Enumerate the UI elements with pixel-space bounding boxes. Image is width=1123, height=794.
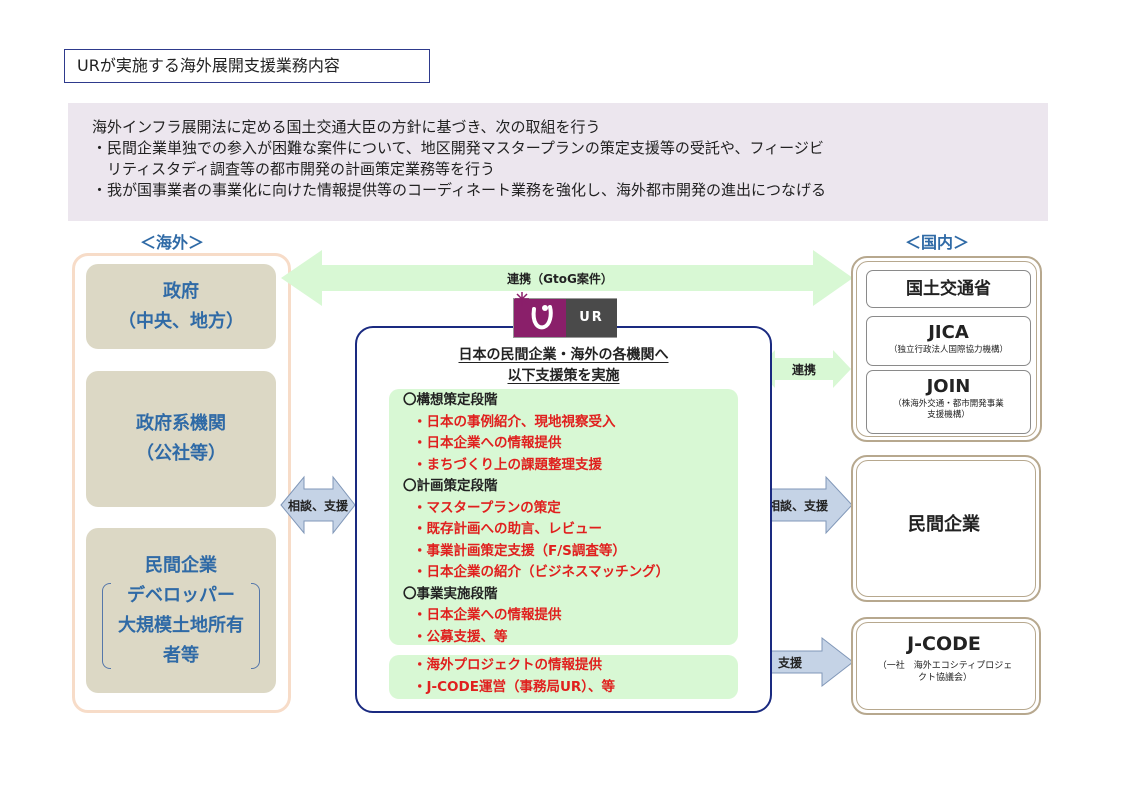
domestic-private-label: 民間企業 bbox=[908, 514, 980, 535]
bracket-line: 者等 bbox=[163, 644, 199, 666]
join-name: JOIN bbox=[926, 376, 971, 397]
intro-bullet-1-cont: リティスタディ調査等の都市開発の計画策定業務等を行う bbox=[107, 160, 496, 178]
stage-item: 既存計画への助言、レビュー bbox=[403, 519, 669, 541]
jica-sub: （独立行政法人国際協力機構） bbox=[888, 345, 1008, 355]
extra-list: 海外プロジェクトの情報提供 J-CODE運営（事務局UR）、等 bbox=[403, 655, 616, 699]
consult-left-label: 相談、支援 bbox=[288, 499, 349, 513]
stage-label: 〇構想策定段階 bbox=[403, 392, 498, 408]
jcode-frame bbox=[851, 617, 1041, 715]
jica-name: JICA bbox=[928, 322, 969, 343]
renkei-label: 連携 bbox=[791, 363, 816, 377]
intro-bullet-2: ・我が国事業者の事業化に向けた情報提供等のコーディネート業務を強化し、海外都市開… bbox=[92, 181, 826, 199]
stage-item: マスタープランの策定 bbox=[403, 498, 669, 520]
box-label: 民間企業 bbox=[145, 554, 217, 576]
jcode-sub-2: クト協議会） bbox=[917, 673, 972, 683]
gtog-label: 連携（GtoG案件） bbox=[507, 272, 613, 286]
page-title: URが実施する海外展開支援業務内容 bbox=[64, 49, 430, 83]
extra-item: 海外プロジェクトの情報提供 bbox=[403, 655, 615, 677]
gtog-arrow bbox=[281, 250, 853, 306]
intro-line: 海外インフラ展開法に定める国土交通大臣の方針に基づき、次の取組を行う bbox=[92, 118, 601, 136]
overseas-private-box: 民間企業 デベロッパー 大規模土地所有 者等 bbox=[86, 528, 276, 693]
overseas-government-box: 政府 （中央、地方） bbox=[86, 264, 276, 349]
stage-item: 公募支援、等 bbox=[403, 627, 669, 649]
stage-label: 〇計画策定段階 bbox=[403, 478, 498, 494]
region-label-overseas: ＜海外＞ bbox=[140, 233, 205, 252]
consult-right-label: 相談、支援 bbox=[767, 499, 828, 513]
intro-panel: 海外インフラ展開法に定める国土交通大臣の方針に基づき、次の取組を行う ・民間企業… bbox=[68, 103, 1048, 221]
stage-item: まちづくり上の課題整理支援 bbox=[403, 455, 669, 477]
region-label-domestic: ＜国内＞ bbox=[905, 233, 970, 252]
stage-item: 日本企業の紹介（ビジネスマッチング） bbox=[403, 562, 670, 584]
ur-heading: 日本の民間企業・海外の各機関へ 以下支援策を実施 bbox=[360, 345, 767, 387]
jcode-sub: （一社 海外エコシティプロジェ クト協議会） bbox=[872, 660, 1018, 684]
stage-item: 日本企業への情報提供 bbox=[403, 605, 669, 627]
ur-heading-line1: 日本の民間企業・海外の各機関へ bbox=[458, 347, 669, 363]
jcode-label: J-CODE bbox=[907, 633, 981, 655]
jica-box: JICA （独立行政法人国際協力機構） bbox=[866, 316, 1031, 366]
box-sublabel: （公社等） bbox=[136, 443, 226, 464]
ur-logo-text: UR bbox=[566, 299, 617, 337]
join-sub-2: 支援機構） bbox=[927, 410, 970, 420]
box-label: 政府系機関 bbox=[136, 413, 226, 434]
stage-item: 日本の事例紹介、現地視察受入 bbox=[403, 412, 669, 434]
bracket-group: デベロッパー 大規模土地所有 者等 bbox=[102, 581, 260, 671]
stage-list: 〇構想策定段階 日本の事例紹介、現地視察受入 日本企業への情報提供 まちづくり上… bbox=[403, 390, 669, 648]
intro-bullet-1: ・民間企業単独での参入が困難な案件について、地区開発マスタープランの策定支援等の… bbox=[92, 139, 824, 157]
join-box: JOIN （株海外交通・都市開発事業 支援機構） bbox=[866, 370, 1031, 434]
ur-heading-line2: 以下支援策を実施 bbox=[507, 368, 620, 384]
box-label: 政府 bbox=[163, 280, 199, 302]
star-icon bbox=[515, 292, 529, 306]
stage-item: 日本企業への情報提供 bbox=[403, 433, 669, 455]
join-sub-1: （株海外交通・都市開発事業 bbox=[893, 399, 1004, 409]
box-sublabel: （中央、地方） bbox=[118, 310, 244, 332]
bracket-line: 大規模土地所有 bbox=[118, 614, 244, 636]
jcode-sub-1: （一社 海外エコシティプロジェ bbox=[877, 661, 1013, 671]
domestic-private-frame bbox=[851, 455, 1041, 602]
mlit-box: 国土交通省 bbox=[866, 270, 1031, 308]
ur-logo: UR bbox=[513, 298, 617, 338]
stage-item: 事業計画策定支援（F/S調査等） bbox=[403, 541, 669, 563]
stage-label: 〇事業実施段階 bbox=[403, 585, 498, 602]
extra-item: J-CODE運営（事務局UR）、等 bbox=[403, 677, 616, 699]
support-label: 支援 bbox=[777, 656, 802, 670]
overseas-gov-agency-box: 政府系機関 （公社等） bbox=[86, 371, 276, 507]
renkei-arrow bbox=[757, 350, 851, 388]
bracket-line: デベロッパー bbox=[127, 584, 235, 606]
